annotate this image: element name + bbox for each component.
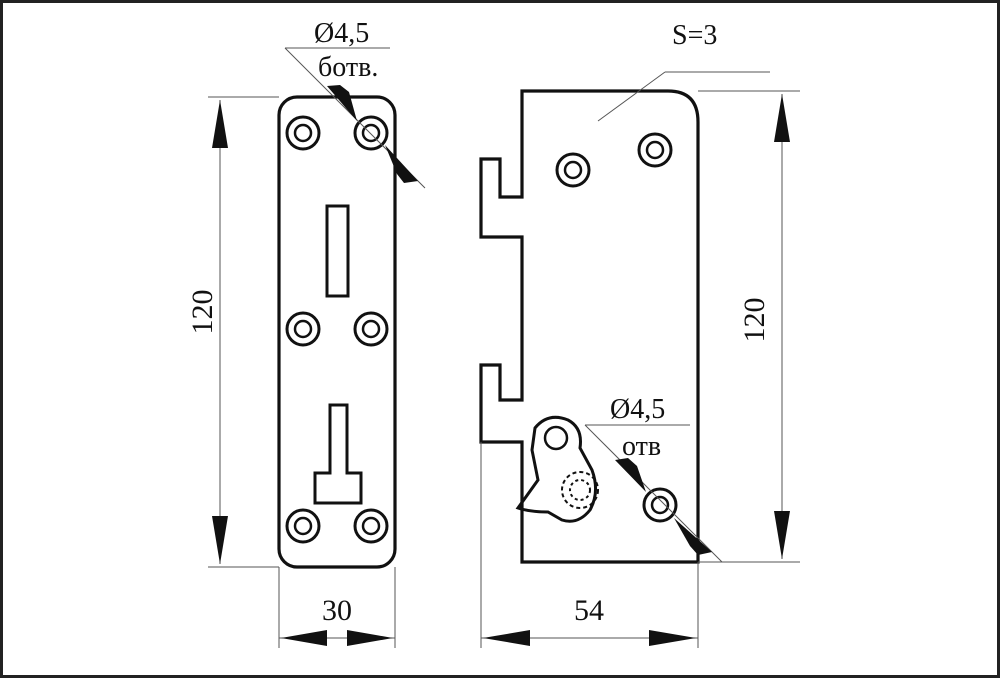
hole [285,311,321,347]
right-hole-leader-diagonal [584,424,723,563]
latch-pivot [561,471,599,509]
hole [353,508,389,544]
thickness-label: S=3 [672,20,717,51]
left-height-dimension [208,96,279,568]
right-hole-arrow-bottom [674,518,712,555]
keyhole-slot [313,403,363,505]
left-plate [277,47,426,569]
latch-hook [515,415,599,523]
thickness-leader-diagonal [597,71,666,122]
hole [285,115,321,151]
left-hole-arrow-bottom [385,145,418,183]
left-width-label: 30 [322,594,352,627]
right-height-label: 120 [738,298,771,343]
right-plate-holes [555,132,678,523]
left-plate-holes [285,115,389,544]
right-hole-note: отв [622,431,661,462]
hole [637,132,673,168]
left-height-label: 120 [186,290,219,335]
left-width-dimension [278,567,396,648]
hole [353,311,389,347]
upper-slot [325,204,350,298]
right-plate-outline [479,89,700,564]
hole [642,487,678,523]
left-hole-diameter: Ø4,5 [314,18,369,49]
hole [555,152,591,188]
right-plate [479,71,770,564]
hole [285,508,321,544]
right-width-dimension [480,442,699,648]
right-width-label: 54 [574,594,604,627]
hole [353,115,389,151]
right-hole-diameter: Ø4,5 [610,394,665,425]
right-hole-arrow-top [615,458,646,492]
left-hole-note: ботв. [318,52,378,83]
right-height-dimension [698,90,800,563]
left-hole-arrow-top [327,85,357,121]
